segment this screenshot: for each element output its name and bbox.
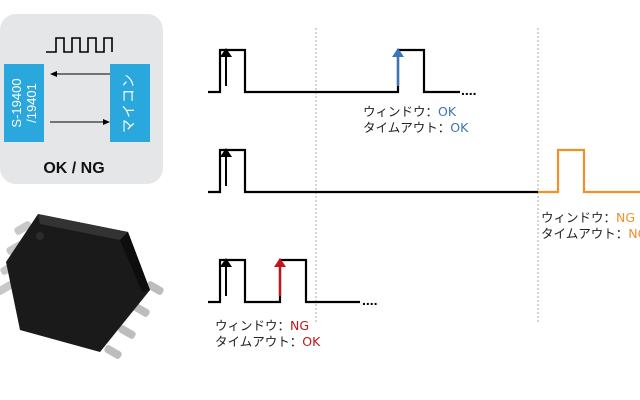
waveform-ok: .... [208,48,477,98]
pulse-train-icon [46,37,113,53]
card-graphics [46,37,113,125]
window-label: ウィンドウ： [363,104,439,119]
timeout-value: OK [302,334,321,349]
timeout-label: タイムアウト： [541,226,629,241]
card-caption: OK / NG [43,160,105,177]
sensor-label: S-19400 /19401 [9,78,39,128]
timeout-value: OK [450,120,469,135]
sensor-mcu-card: S-19400 /19401 マイコン OK / NG [0,14,163,184]
mcu-box: マイコン [110,64,150,142]
waveform-window-ng: .... [208,258,378,308]
window-value: NG [290,318,310,333]
ic-chip-image [0,214,164,359]
svg-text:....: .... [362,292,378,308]
annotation-window-ng: ウィンドウ：NG タイムアウト：OK [215,318,320,350]
timeout-value: NG [628,226,640,241]
window-value: OK [438,104,457,119]
mcu-label: マイコン [121,73,138,133]
waveform-timeout [208,148,640,194]
window-label: ウィンドウ： [541,210,617,225]
timeout-label: タイムアウト： [363,120,451,135]
annotation-timeout: ウィンドウ：NG タイムアウト：NG [541,210,640,242]
sensor-box: S-19400 /19401 [4,64,44,142]
svg-text:....: .... [461,82,477,98]
window-label: ウィンドウ： [215,318,291,333]
window-value: NG [616,210,636,225]
annotation-ok: ウィンドウ：OK タイムアウト：OK [363,104,468,136]
timeout-label: タイムアウト： [215,334,303,349]
